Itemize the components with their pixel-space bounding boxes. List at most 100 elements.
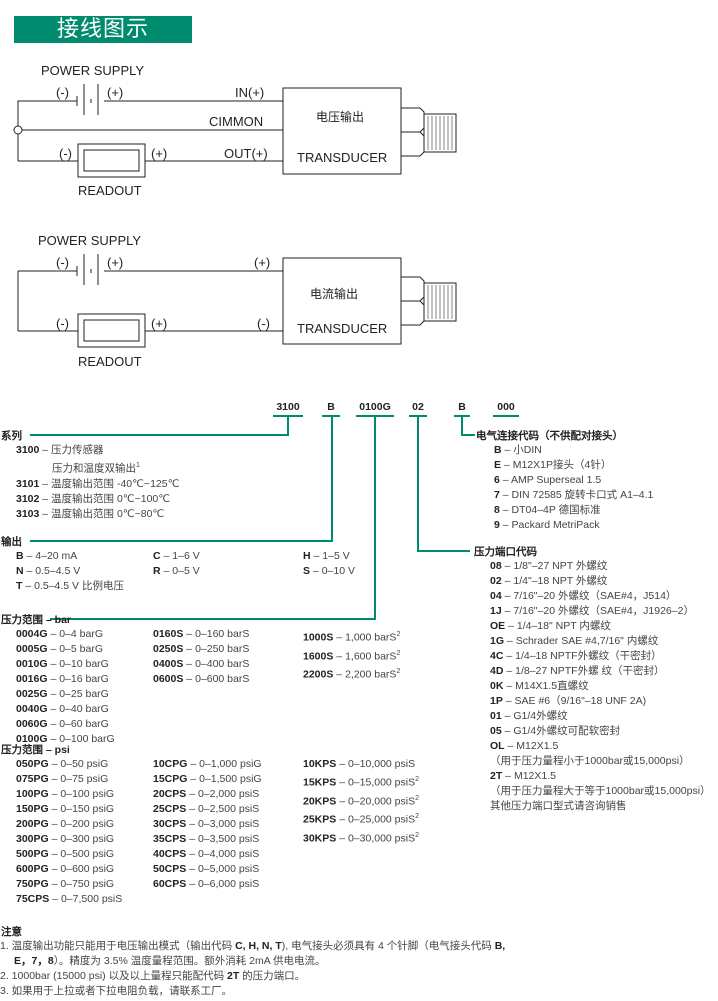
- item-code: 4D: [490, 665, 504, 677]
- item-desc: 0–5,000 psiS: [197, 863, 260, 875]
- item-desc: 1/8"–27 NPT 外螺纹: [513, 560, 608, 572]
- d2-minus-label: (-): [56, 255, 69, 270]
- footnote-marker: 2: [415, 776, 420, 783]
- connector-pressure: [50, 416, 376, 620]
- item-code: 100PG: [16, 788, 49, 800]
- item-desc: 0.5–4.5 V 比例电压: [34, 580, 124, 592]
- item-code: OE: [490, 620, 506, 632]
- item-code: 0010G: [16, 658, 48, 670]
- item-desc: Packard MetriPack: [511, 519, 600, 531]
- pressure-bar-item: 0250S – 0–250 barS: [153, 643, 250, 655]
- port-list: 08 – 1/8"–27 NPT 外螺纹 02 – 1/4"–18 NPT 外螺纹…: [490, 559, 711, 814]
- series-item: 3100 – 压力传感器: [16, 444, 104, 456]
- connector-port: [417, 416, 470, 552]
- item-desc: 0–60 barG: [59, 718, 109, 730]
- item-code: 10KPS: [303, 758, 337, 770]
- item-desc: AMP Superseal 1.5: [510, 474, 602, 486]
- item-desc: 0–200 psiG: [60, 818, 115, 830]
- note-2-text: 2. 1000bar (15000 psi) 以及以上量程只能配代码: [0, 970, 227, 982]
- port-item: 1J – 7/16"–20 外螺纹（SAE#4，J1926–2）: [490, 605, 694, 617]
- pressure-bar-item: 0160S – 0–160 barS: [153, 628, 250, 640]
- item-desc: DT04–4P 德国标准: [511, 504, 601, 516]
- port-item: OL – M12X1.5: [490, 740, 559, 752]
- item-code: 04: [490, 590, 502, 602]
- item-code: 9: [494, 519, 500, 531]
- item-code: 075PG: [16, 773, 49, 785]
- code-electrical: B: [458, 401, 466, 413]
- item-code: 05: [490, 725, 502, 737]
- item-desc: 0–30,000 psiS: [347, 832, 416, 844]
- note-1-text: 1. 温度输出功能只能用于电压输出模式（输出代码: [0, 940, 236, 952]
- item-desc: 小DIN: [513, 444, 542, 456]
- note-2: 2. 1000bar (15000 psi) 以及以上量程只能配代码 2T 的压…: [0, 969, 305, 984]
- d1-in-label: IN(+): [235, 85, 265, 100]
- item-code: 7: [494, 489, 500, 501]
- item-code: 2T: [490, 770, 503, 782]
- item-code: 25CPS: [153, 803, 187, 815]
- footnote-marker: 2: [415, 831, 420, 839]
- port-item: 08 – 1/8"–27 NPT 外螺纹: [490, 560, 608, 572]
- code-output: B: [327, 401, 335, 413]
- output-item: C – 1–6 V: [153, 550, 200, 562]
- electrical-item: 6 – AMP Superseal 1.5: [494, 474, 602, 486]
- pressure-psi-item: 075PG – 0–75 psiG: [16, 773, 109, 785]
- item-desc: 0–5 barG: [59, 643, 103, 655]
- pressure-psi-item: 15CPG – 0–1,500 psiG: [153, 773, 262, 785]
- item-code: 0400S: [153, 658, 184, 670]
- item-desc: 0–1,500 psiG: [199, 773, 262, 785]
- d2-out-label: (-): [257, 316, 270, 331]
- pressure-psi-item: 35CPS – 0–3,500 psiS: [153, 833, 260, 845]
- item-desc: 0–250 barS: [195, 643, 250, 655]
- pressure-psi-item: 25KPS – 0–25,000 psiS2: [303, 813, 420, 826]
- d1-box-title: 电压输出: [316, 110, 365, 124]
- output-item: T – 0.5–4.5 V 比例电压: [16, 580, 124, 592]
- item-code: T: [16, 580, 23, 592]
- item-desc: 0–2,500 psiS: [197, 803, 260, 815]
- series-item: 3102 – 温度输出范围 0℃~100℃: [16, 492, 171, 505]
- item-code: 20KPS: [303, 795, 337, 807]
- d1-common-label: CIMMON: [209, 114, 264, 129]
- item-code: 0016G: [16, 673, 48, 685]
- item-desc: 1,000 barS: [345, 631, 397, 644]
- item-desc: （用于压力量程小于1000bar或15,000psi）: [490, 755, 690, 767]
- item-desc: 0–25,000 psiS: [347, 813, 416, 826]
- item-code: 500PG: [16, 848, 49, 860]
- item-desc: 2,200 barS: [345, 668, 397, 681]
- item-code: 02: [490, 575, 502, 587]
- pressure-bar-item: 0400S – 0–400 barS: [153, 658, 250, 670]
- item-code: OL: [490, 740, 505, 752]
- item-code: 0K: [490, 680, 504, 692]
- item-code: N: [16, 565, 24, 577]
- d2-power-supply-label: POWER SUPPLY: [38, 233, 142, 248]
- pressure-psi-item: 750PG – 0–750 psiG: [16, 878, 115, 890]
- output-item: B – 4–20 mA: [16, 550, 78, 562]
- item-desc: 1–5 V: [322, 550, 350, 562]
- d2-readout-minus: (-): [56, 316, 69, 331]
- item-desc: 0–100 psiG: [60, 788, 115, 800]
- d1-power-supply-label: POWER SUPPLY: [41, 63, 145, 78]
- item-code: 50CPS: [153, 863, 187, 875]
- pressure-bar-item: 0600S – 0–600 barS: [153, 673, 250, 685]
- d1-readout-label: READOUT: [78, 183, 142, 198]
- item-code: 300PG: [16, 833, 49, 845]
- port-item: （用于压力量程小于1000bar或15,000psi）: [490, 754, 711, 769]
- port-title: 压力端口代码: [474, 546, 537, 558]
- item-desc: 0–16 barG: [59, 673, 109, 685]
- item-desc: M12X1.5: [513, 770, 556, 782]
- footnote-marker: 2: [415, 813, 420, 820]
- port-item: 02 – 1/4"–18 NPT 外螺纹: [490, 575, 608, 587]
- note-1-codes-3: E，7，8: [14, 955, 54, 967]
- pressure-psi-item: 500PG – 0–500 psiG: [16, 848, 115, 860]
- electrical-item: 7 – DIN 72585 旋转卡口式 A1–4.1: [494, 489, 654, 501]
- pressure-bar-item: 1000S – 1,000 barS2: [303, 631, 401, 644]
- item-code: 4C: [490, 650, 504, 662]
- item-desc: 0–400 barS: [195, 658, 250, 670]
- item-desc: 0–500 psiG: [60, 848, 115, 860]
- port-item: 其他压力端口型式请咨询销售: [490, 799, 711, 814]
- pressure-psi-title: 压力范围 – psi: [1, 744, 70, 756]
- item-code: 8: [494, 504, 500, 516]
